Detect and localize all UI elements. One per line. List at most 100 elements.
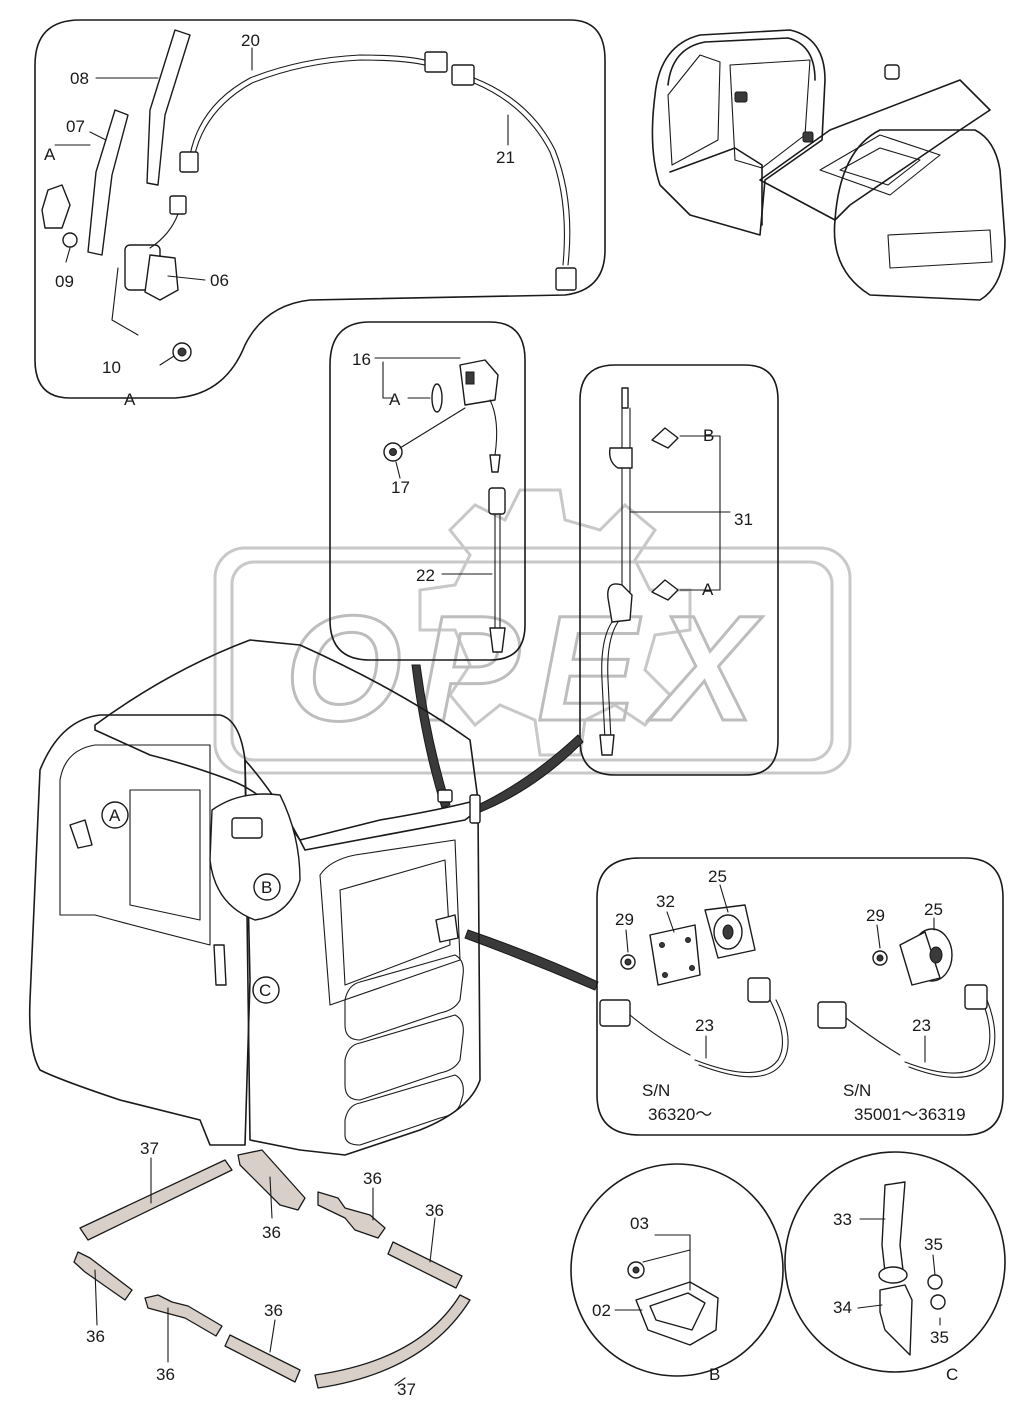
part-21-harness bbox=[473, 77, 571, 266]
detail-a-title: A bbox=[124, 390, 136, 409]
part-07-bracket bbox=[87, 109, 129, 256]
leader-35a bbox=[932, 1254, 936, 1276]
machine-counterweight-slot bbox=[887, 229, 993, 269]
callout-31: 31 bbox=[734, 510, 753, 529]
cab-b-part bbox=[231, 817, 263, 839]
callout-36-f: 36 bbox=[264, 1301, 283, 1320]
serial-range-left: 36320～ bbox=[648, 1105, 712, 1124]
callout-16: 16 bbox=[352, 350, 371, 369]
part-08-bracket bbox=[146, 29, 191, 186]
leader-16-a bbox=[382, 361, 393, 399]
part-23-wire-a-c bbox=[698, 999, 789, 1078]
machine-deck bbox=[759, 79, 991, 221]
part-16-lamp bbox=[459, 359, 499, 406]
part-17-leader-line bbox=[399, 407, 466, 449]
part-32-hole-4 bbox=[689, 965, 695, 971]
leader-29b bbox=[876, 924, 881, 949]
part-29-screw-head-a bbox=[624, 958, 632, 966]
part-31-clip-upper bbox=[608, 447, 633, 469]
part-21-harness-b bbox=[473, 82, 565, 266]
callout-22: 22 bbox=[416, 566, 435, 585]
machine-hatch bbox=[819, 134, 941, 196]
cab-front-window bbox=[59, 744, 211, 946]
pointer-speaker bbox=[464, 929, 599, 991]
part-32-hole-1 bbox=[659, 942, 665, 948]
tag-a-lamp: A bbox=[389, 390, 401, 409]
detail-antenna-frame bbox=[579, 364, 779, 776]
part-20-end-connector bbox=[179, 151, 199, 173]
cab-roof-seal bbox=[667, 37, 816, 86]
watermark-frame-inner bbox=[230, 560, 834, 762]
callout-36-b: 36 bbox=[363, 1169, 382, 1188]
part-31-screw-upper bbox=[651, 427, 679, 449]
cab-main-view bbox=[28, 639, 481, 1156]
callout-33: 33 bbox=[833, 1210, 852, 1229]
part-23-connector-b1 bbox=[817, 1001, 847, 1029]
part-36-seal-c bbox=[387, 1241, 463, 1289]
part-06-wire bbox=[149, 213, 179, 249]
part-32-hole-3 bbox=[662, 972, 668, 978]
detail-c-title: C bbox=[946, 1365, 958, 1384]
callout-10: 10 bbox=[102, 358, 121, 377]
callout-20: 20 bbox=[241, 31, 260, 50]
part-36-seal-b bbox=[317, 1191, 386, 1239]
leader-03 bbox=[654, 1234, 691, 1291]
serial-label-right: S/N bbox=[843, 1081, 871, 1100]
callout-25-right: 25 bbox=[924, 900, 943, 919]
detail-c-frame bbox=[784, 1151, 1006, 1373]
part-33-pivot bbox=[878, 1266, 908, 1284]
cab-b-housing bbox=[209, 793, 301, 921]
cab-tag-c: C bbox=[259, 981, 271, 1000]
part-31-cable bbox=[601, 621, 613, 741]
callout-35-upper: 35 bbox=[924, 1235, 943, 1254]
part-33-lever bbox=[881, 1181, 906, 1273]
part-16-plug bbox=[489, 454, 501, 473]
cab-side-frame bbox=[244, 759, 481, 1156]
callout-29-left: 29 bbox=[615, 910, 634, 929]
leader-37-bottom bbox=[394, 1377, 406, 1386]
detail-a-frame bbox=[34, 19, 606, 399]
callout-02: 02 bbox=[592, 1301, 611, 1320]
part-21-end-connector bbox=[555, 267, 577, 291]
tag-b-clip: B bbox=[703, 426, 714, 445]
part-16-lamp-lens bbox=[465, 371, 475, 385]
part-36-seal-d bbox=[73, 1251, 133, 1301]
callout-35-lower: 35 bbox=[930, 1328, 949, 1347]
cab-panel-2 bbox=[344, 1014, 464, 1101]
leader-32 bbox=[666, 911, 675, 933]
cab-panel-3 bbox=[344, 1074, 464, 1146]
part-a-clip bbox=[41, 184, 71, 229]
callout-37-bottom: 37 bbox=[397, 1380, 416, 1399]
watermark-gear bbox=[418, 488, 692, 757]
part-03-screw-head bbox=[632, 1266, 640, 1274]
callout-36-d: 36 bbox=[86, 1327, 105, 1346]
callout-29-right: 29 bbox=[866, 906, 885, 925]
part-25-center-a bbox=[722, 924, 734, 940]
excavator-overview bbox=[651, 29, 1006, 301]
callout-36-c: 36 bbox=[425, 1201, 444, 1220]
callout-37-top: 37 bbox=[140, 1139, 159, 1158]
pointer-lamp bbox=[411, 664, 451, 809]
watermark-text: OPEX bbox=[285, 584, 763, 752]
part-32-hole-2 bbox=[685, 937, 691, 943]
cab-tag-a-circle bbox=[101, 801, 129, 829]
cab-outline bbox=[651, 29, 826, 236]
cab-side-window-inner bbox=[339, 859, 451, 986]
part-37-seal-top bbox=[79, 1159, 233, 1241]
part-23-wire-b bbox=[845, 1017, 901, 1056]
detail-b-title: B bbox=[709, 1365, 720, 1384]
cab-speaker-marker bbox=[802, 131, 814, 143]
opex-watermark: OPEX bbox=[213, 488, 852, 775]
part-06-connector bbox=[169, 195, 187, 215]
cab-side-window bbox=[319, 839, 461, 1006]
callout-32: 32 bbox=[656, 892, 675, 911]
part-06-mount bbox=[111, 267, 139, 336]
part-23-wire-b-b bbox=[904, 999, 991, 1074]
cab-floor-seal bbox=[669, 147, 763, 226]
callout-25-left: 25 bbox=[708, 867, 727, 886]
part-10-bolt-head bbox=[177, 347, 187, 357]
part-25-speaker-b-body bbox=[899, 931, 941, 986]
leader-09 bbox=[65, 247, 71, 263]
detail-b-frame bbox=[570, 1163, 784, 1377]
cab-lamp-marker bbox=[734, 91, 748, 103]
